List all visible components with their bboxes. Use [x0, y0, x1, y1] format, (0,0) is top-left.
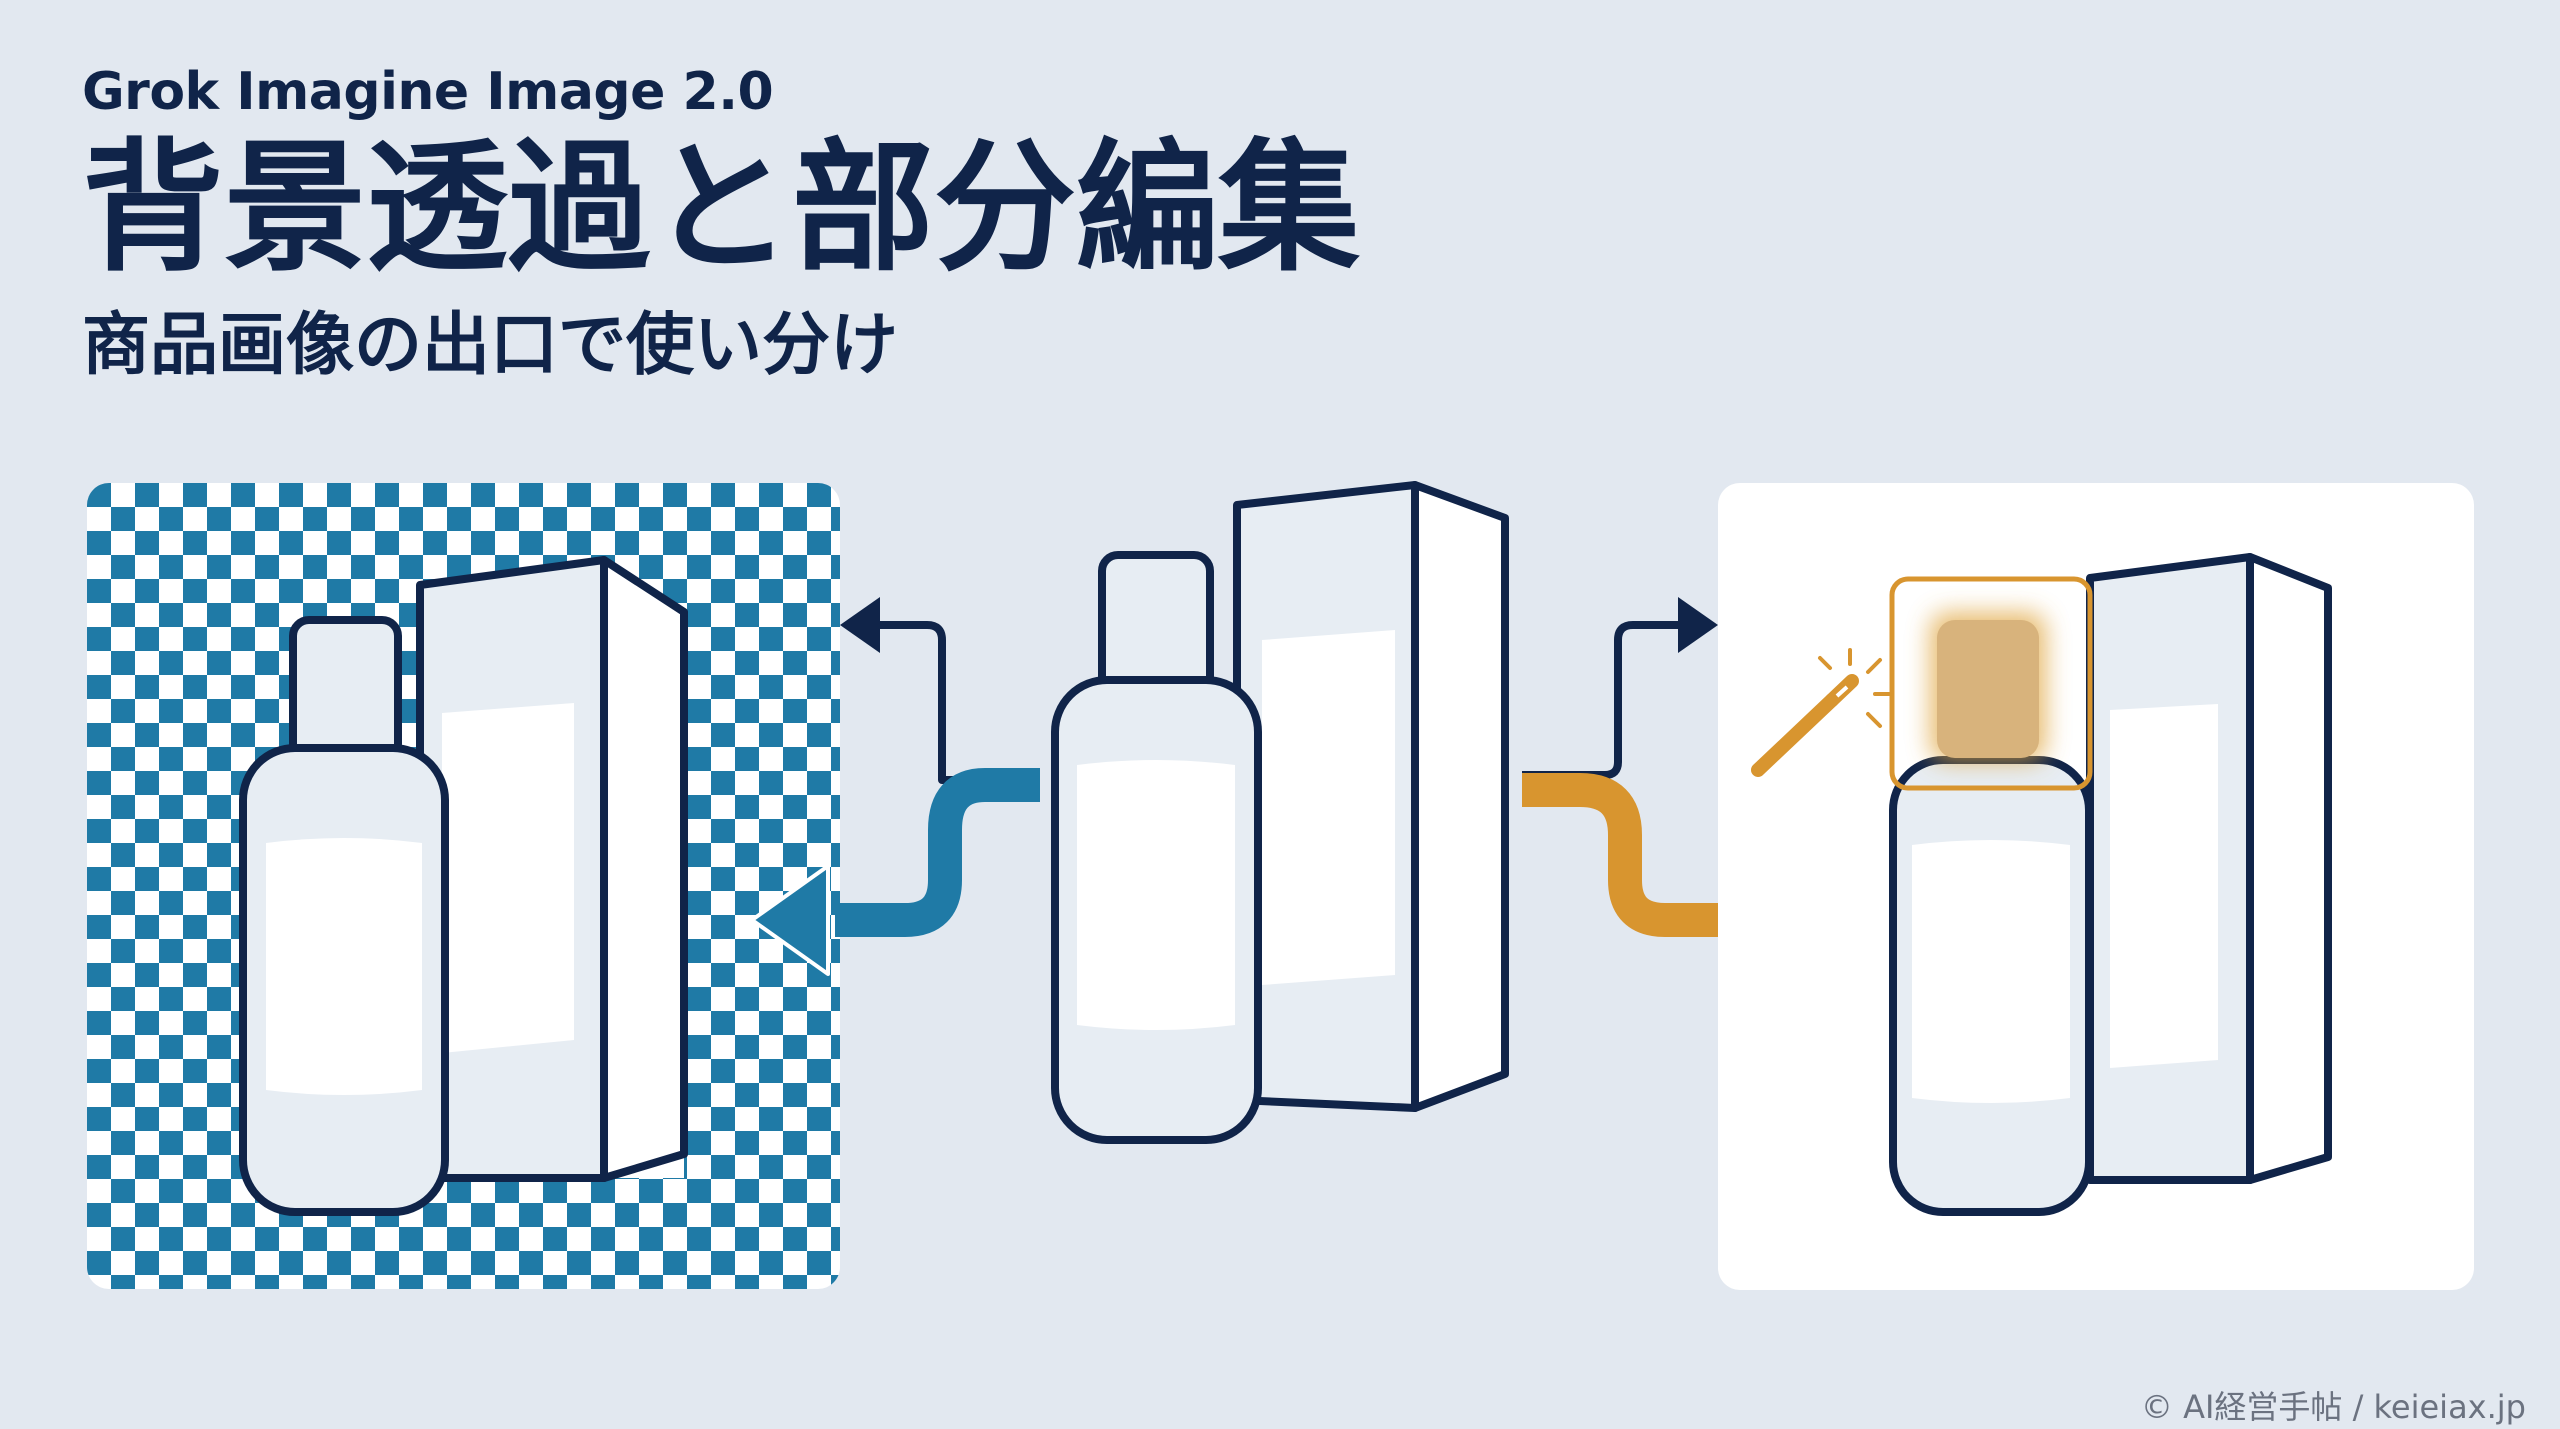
arrow-left-large-icon — [750, 864, 830, 976]
copyright-credit: © AI経営手帖 / keieiax.jp — [2140, 1388, 2526, 1426]
page-subtitle: 商品画像の出口で使い分け — [82, 306, 899, 385]
arrow-left-icon — [840, 597, 880, 653]
page-title: 背景透過と部分編集 — [82, 126, 1360, 291]
transparent-background-panel — [87, 483, 840, 1289]
eyebrow-label: Grok Imagine Image 2.0 — [82, 62, 774, 122]
center-product — [1051, 481, 1509, 1144]
magic-wand-icon — [1751, 648, 1891, 777]
edited-cap — [1937, 620, 2039, 758]
flow-to-transparent — [750, 597, 1040, 976]
edit-selection-frame — [1889, 576, 2093, 791]
left-product — [239, 556, 688, 1216]
arrow-right-icon — [1678, 597, 1718, 653]
right-product-bottle — [1889, 612, 2093, 1216]
left-product-box — [416, 556, 688, 1182]
left-product-bottle — [239, 616, 449, 1216]
center-product-bottle — [1051, 551, 1262, 1144]
center-product-box — [1233, 481, 1509, 1112]
partial-edit-panel — [1718, 483, 2474, 1290]
right-product-box — [2086, 553, 2332, 1184]
